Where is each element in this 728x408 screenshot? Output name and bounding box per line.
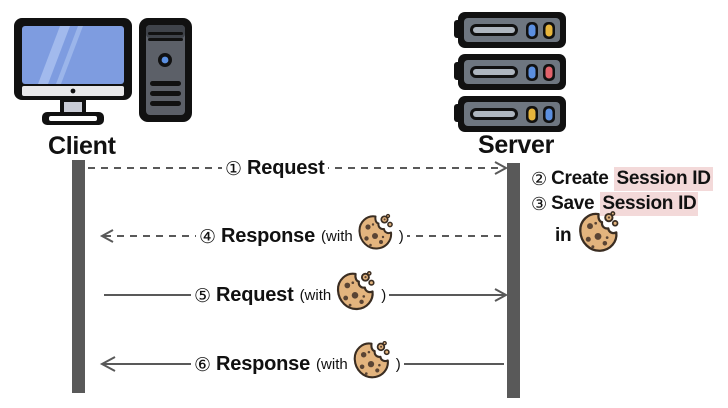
desktop-computer-icon	[8, 12, 198, 132]
message-label-2: ④ Response (with )	[196, 213, 407, 256]
message-with-2: (with	[321, 227, 353, 245]
actor-label-client: Client	[48, 132, 116, 160]
message-row-1: ① Request	[0, 148, 728, 188]
message-text-2: Response	[221, 224, 316, 247]
cookie-icon	[349, 339, 393, 388]
message-row-3: ⑤ Request (with )	[0, 270, 728, 315]
message-paren-2: )	[398, 227, 404, 245]
message-text-4: Response	[216, 352, 311, 375]
message-with-4: (with	[316, 355, 348, 373]
message-label-4: ⑥ Response (with )	[191, 340, 404, 384]
message-number-4: ⑥	[194, 354, 212, 376]
note-highlight-2: Session ID	[600, 191, 699, 216]
message-row-2: ④ Response (with )	[0, 213, 728, 256]
message-with-3: (with	[299, 286, 332, 304]
cookie-icon	[574, 209, 622, 262]
server-rack-icon	[450, 8, 575, 136]
message-number-3: ⑤	[194, 285, 212, 307]
message-paren-3: )	[381, 286, 387, 304]
message-text-1: Request	[247, 156, 325, 179]
message-row-4: ⑥ Response (with )	[0, 340, 728, 384]
server-note-1: ② Create Session ID	[531, 166, 728, 191]
message-label-1: ① Request	[222, 148, 328, 188]
note-text-1: Create	[551, 167, 609, 189]
note-text-3: in	[555, 225, 572, 246]
actor-label-server: Server	[478, 131, 555, 159]
note-number-2: ③	[531, 193, 548, 214]
note-highlight-1: Session ID	[614, 166, 713, 191]
server-note-2: ③ Save Session ID	[531, 191, 728, 216]
server-note-3: in	[531, 210, 728, 256]
cookie-icon	[354, 212, 396, 259]
message-text-3: Request	[216, 283, 294, 306]
lifeline-server	[507, 163, 520, 398]
message-label-3: ⑤ Request (with )	[191, 270, 390, 315]
message-number-2: ④	[199, 226, 217, 248]
note-text-2: Save	[551, 192, 595, 214]
message-paren-4: )	[395, 355, 401, 373]
server-notes: ② Create Session ID ③ Save Session ID in	[531, 166, 728, 256]
message-number-1: ①	[225, 158, 243, 180]
lifeline-client	[72, 160, 85, 393]
note-number-1: ②	[531, 168, 548, 189]
cookie-icon	[332, 269, 378, 320]
